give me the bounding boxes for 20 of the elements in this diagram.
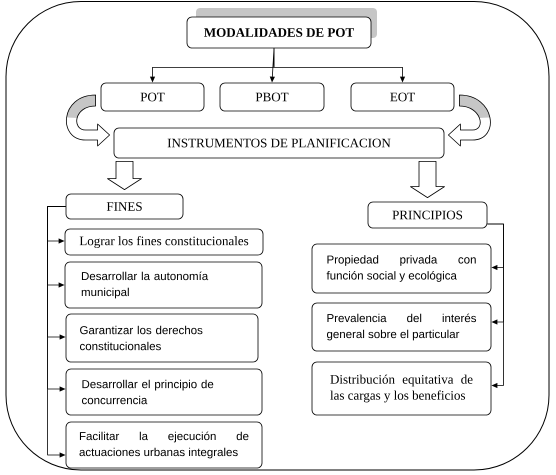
item-box: Distribución equitativa de las cargas y los beneficios: [312, 362, 492, 416]
category-box: EOT: [350, 82, 454, 112]
curved-arrow: [448, 94, 491, 146]
item-box: Propiedad privada con función social y ecológica: [312, 244, 492, 294]
item-box: Lograr los fines constitucionales: [64, 228, 264, 256]
item-box: Prevalencia del interés general sobre el particular: [312, 302, 492, 352]
title-box: MODALIDADES DE POT: [186, 16, 372, 48]
group-box: PRINCIPIOS: [368, 202, 488, 228]
block-arrow: [107, 161, 142, 190]
category-box: PBOT: [220, 82, 324, 112]
block-arrow: [410, 161, 445, 198]
item-box: Garantizar los derechos constitucionales: [66, 314, 258, 362]
curved-arrow: [66, 94, 110, 146]
item-box: Desarrollar la autonomía municipal: [64, 262, 262, 308]
arrow: [487, 224, 504, 388]
item-box: Facilitar la ejecución de actuaciones urbanas integrales: [66, 422, 262, 468]
item-box: Desarrollar el principio de concurrencia: [66, 368, 262, 416]
category-box: POT: [100, 82, 204, 112]
heading-box: INSTRUMENTOS DE PLANIFICACION: [114, 128, 444, 158]
group-box: FINES: [66, 194, 184, 220]
